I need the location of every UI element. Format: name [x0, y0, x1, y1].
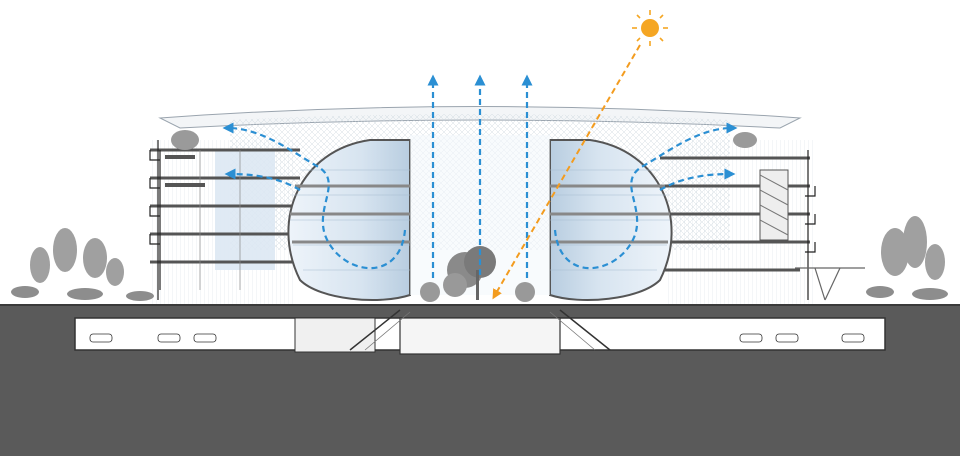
tree-icon	[866, 216, 948, 300]
right-wing	[660, 140, 865, 305]
sun-icon	[632, 10, 668, 46]
spiral-stair	[759, 169, 789, 241]
tree-icon	[171, 130, 757, 150]
car-icon	[89, 333, 865, 343]
right-sphere	[549, 139, 673, 301]
airflow-arrows	[222, 74, 738, 278]
tree-icon	[11, 228, 154, 301]
pergola	[795, 267, 865, 301]
left-wing	[149, 140, 300, 305]
left-sphere	[287, 139, 411, 301]
sun-ray	[492, 44, 641, 300]
